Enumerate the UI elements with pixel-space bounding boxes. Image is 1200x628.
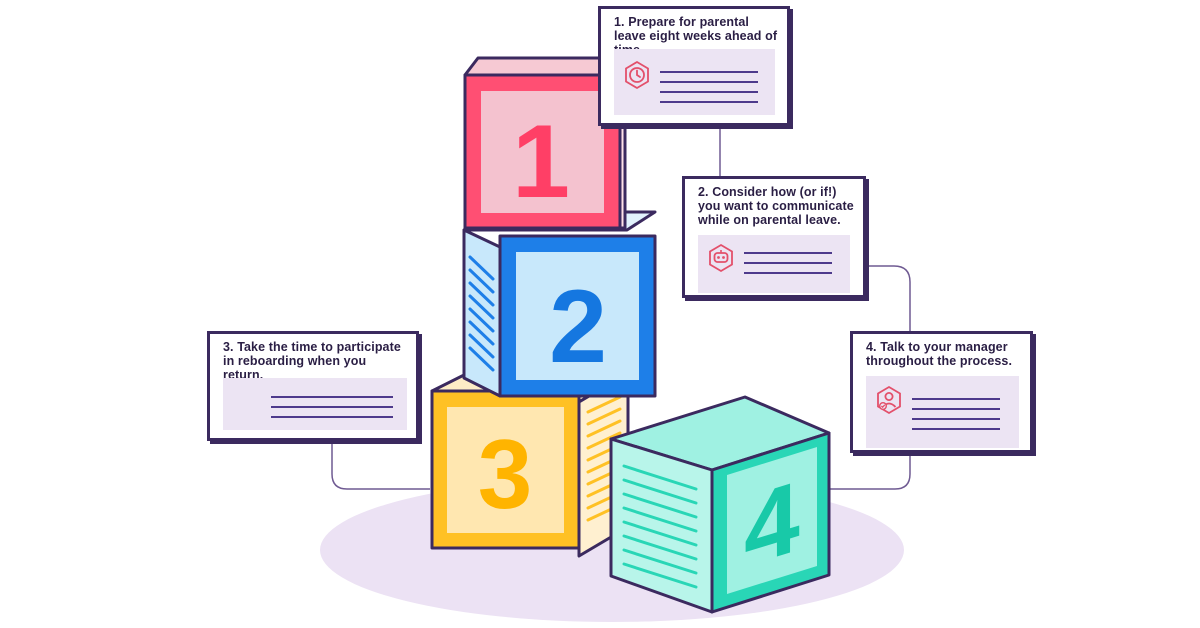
chat-bot-icon (709, 243, 733, 273)
step-card-1: 1. Prepare for parental leave eight week… (598, 6, 790, 126)
step-1-panel (614, 49, 775, 115)
connector-3-block (331, 440, 430, 490)
placeholder-line (744, 252, 832, 254)
placeholder-line (912, 398, 1000, 400)
block-4-side-stripes (622, 464, 698, 589)
placeholder-line (271, 406, 393, 408)
step-2-panel (698, 235, 850, 293)
step-3-text: 3. Take the time to participate in reboa… (223, 340, 401, 382)
block-2-side (462, 228, 502, 398)
block-4-front-inner (727, 447, 817, 594)
clock-icon (625, 60, 649, 90)
block-1 (463, 56, 627, 230)
placeholder-line (660, 81, 758, 83)
placeholder-line (271, 396, 393, 398)
step-card-2: 2. Consider how (or if!) you want to com… (682, 176, 866, 298)
step-card-4: 4. Talk to your manager throughout the p… (850, 331, 1033, 453)
person-check-icon (877, 385, 901, 415)
block-1-front-inner (481, 91, 604, 213)
block-4-number: 4 (744, 459, 800, 588)
step-4-text: 4. Talk to your manager throughout the p… (866, 340, 1013, 368)
step-3-panel (223, 378, 407, 430)
connector-4-block (830, 452, 911, 490)
placeholder-line (912, 408, 1000, 410)
step-4-panel (866, 376, 1019, 448)
block-4 (609, 395, 831, 614)
placeholder-line (271, 416, 393, 418)
step-card-3: 3. Take the time to participate in reboa… (207, 331, 419, 441)
placeholder-line (912, 428, 1000, 430)
block-2-front-inner (516, 252, 639, 380)
block-3-front-inner (447, 407, 564, 533)
connector-lines (331, 127, 911, 490)
placeholder-line (660, 91, 758, 93)
placeholder-line (912, 418, 1000, 420)
placeholder-line (660, 71, 758, 73)
block-2-number: 2 (549, 269, 607, 385)
step-2-text: 2. Consider how (or if!) you want to com… (698, 185, 854, 227)
block-3-number: 3 (478, 419, 533, 529)
block-1-number: 1 (512, 104, 570, 220)
placeholder-line (744, 272, 832, 274)
placeholder-line (744, 262, 832, 264)
placeholder-line (660, 101, 758, 103)
connector-2-4 (866, 265, 911, 331)
block-2 (462, 210, 657, 398)
block-2-side-stripes (468, 255, 495, 372)
